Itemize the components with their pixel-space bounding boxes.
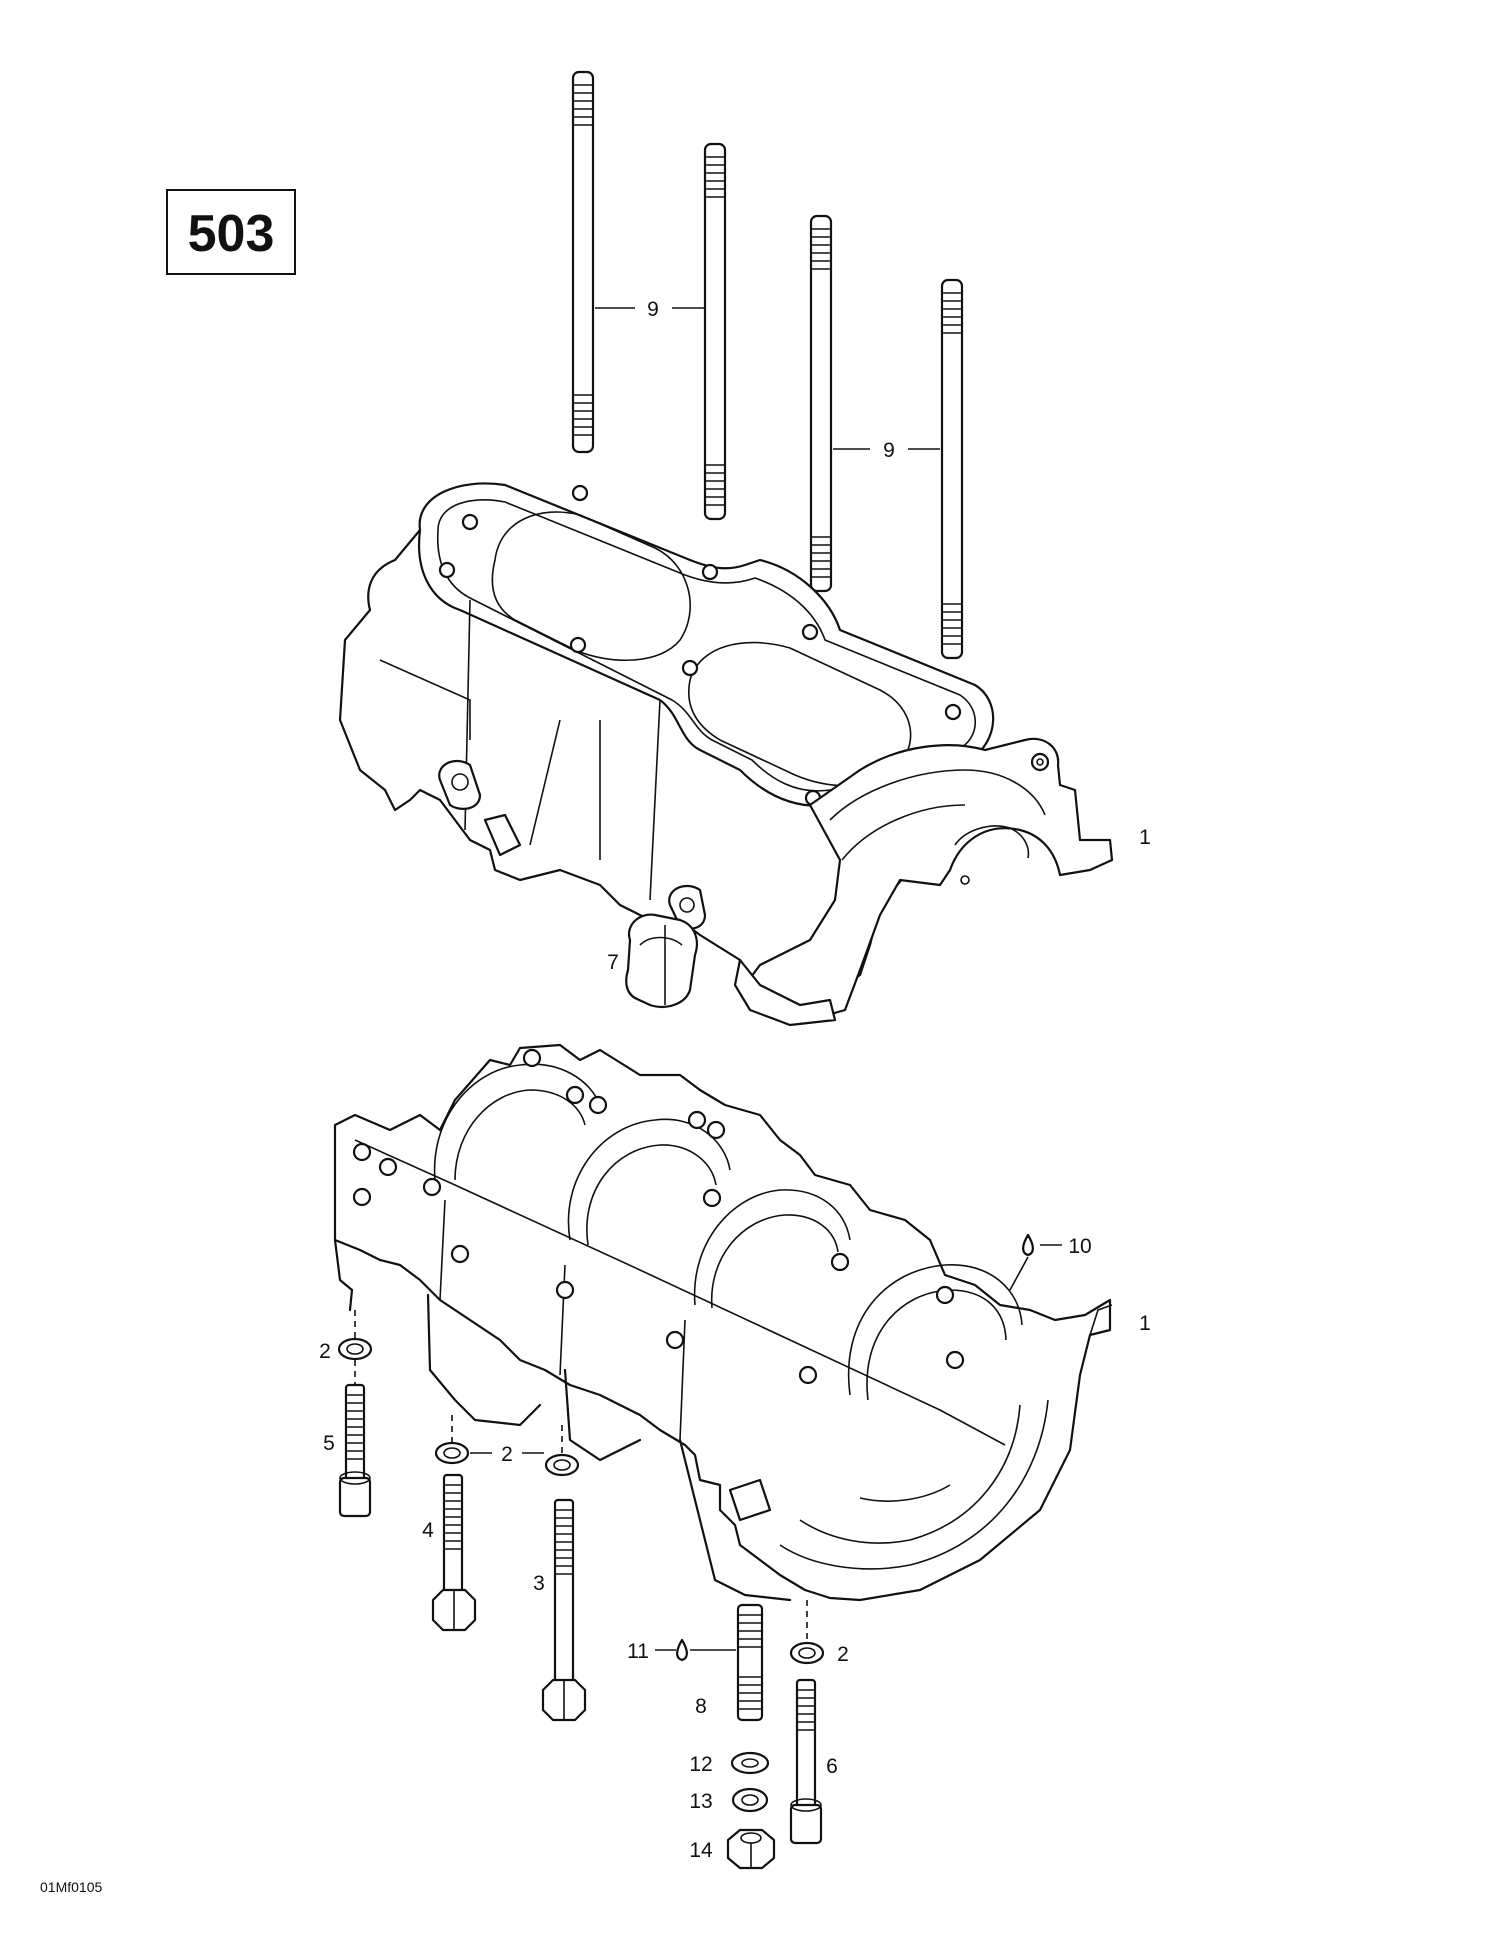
lower-bolt-holes	[352, 1048, 965, 1385]
label-2-a: 2	[319, 1340, 331, 1363]
sealant-drop-11	[676, 1638, 688, 1662]
bolt-4	[431, 1473, 477, 1632]
washer-2-middle-a	[434, 1441, 470, 1465]
label-11: 11	[627, 1640, 649, 1663]
upper-crankcase	[338, 482, 1114, 1027]
leader-lines	[354, 307, 1062, 1651]
label-1-lower: 1	[1139, 1312, 1151, 1335]
label-5: 5	[323, 1432, 335, 1455]
label-7: 7	[607, 951, 619, 974]
bolt-3	[541, 1498, 587, 1722]
label-8: 8	[695, 1695, 707, 1718]
screw-6	[789, 1678, 823, 1845]
label-4: 4	[422, 1519, 434, 1542]
label-6: 6	[826, 1755, 838, 1778]
callout-labels: 9 9 1 7 10 1 2 5 2 4 3 11 2 8 6 12 13 14	[319, 298, 1151, 1862]
figure-number-badge: 503	[166, 189, 296, 275]
washer-2-right	[789, 1641, 825, 1665]
stud-1	[571, 70, 595, 454]
label-1-upper: 1	[1139, 826, 1151, 849]
label-14: 14	[689, 1839, 713, 1862]
washer-12	[730, 1751, 770, 1775]
lock-washer-13	[731, 1787, 769, 1813]
figure-number: 503	[188, 205, 275, 263]
label-12: 12	[689, 1753, 712, 1776]
stud-2	[703, 142, 727, 521]
drawing-code: 01Mf0105	[40, 1879, 102, 1895]
label-2-b: 2	[501, 1443, 513, 1466]
label-3: 3	[533, 1572, 545, 1595]
label-10: 10	[1068, 1235, 1091, 1258]
sealant-drop-10	[1022, 1233, 1034, 1257]
stud-holes	[438, 484, 962, 807]
long-studs	[571, 70, 964, 660]
stud-4	[940, 278, 964, 660]
label-9-right: 9	[883, 439, 895, 462]
washer-2-left	[337, 1337, 373, 1361]
label-9-left: 9	[647, 298, 659, 321]
label-13: 13	[689, 1790, 712, 1813]
part-7-sleeve	[625, 913, 698, 1008]
label-2-c: 2	[837, 1643, 849, 1666]
stud-3	[809, 214, 833, 593]
lower-crankcase	[333, 1043, 1113, 1602]
stud-8	[736, 1603, 764, 1722]
nut-14	[726, 1828, 776, 1870]
washer-2-middle-b	[544, 1453, 580, 1477]
screw-5	[338, 1383, 372, 1518]
